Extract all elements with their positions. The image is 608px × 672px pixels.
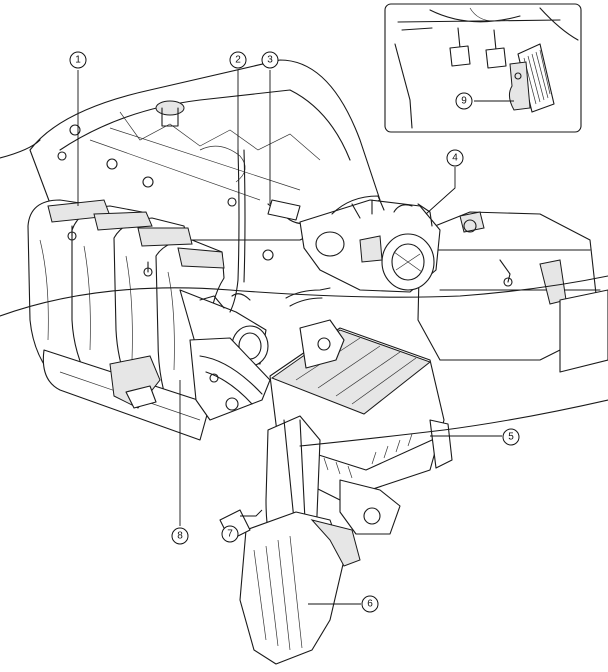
callout-2: 2 [229,51,247,69]
brake-pedal-icon [449,27,471,67]
pedal-inset [384,3,582,133]
callout-1: 1 [69,51,87,69]
cylinder-head-cover [29,59,381,261]
callout-4-label: 4 [452,153,458,164]
callout-7: 7 [221,525,239,543]
callout-9: 9 [455,92,473,110]
wiring-harness [229,149,331,313]
callout-8: 8 [171,527,189,545]
callout-6: 6 [361,595,379,613]
leader-lines [77,70,514,605]
callout-3: 3 [261,51,279,69]
callout-5-label: 5 [508,432,514,443]
callout-5: 5 [502,428,520,446]
callout-8-label: 8 [177,531,183,542]
clutch-pedal-icon [485,29,507,69]
callout-1-label: 1 [75,55,81,66]
battery-area [417,211,608,373]
throttle-assembly [299,195,441,293]
callout-3-label: 3 [267,55,273,66]
duct-bracket [109,337,271,421]
accelerator-pedal-icon [508,43,555,113]
callout-2-label: 2 [235,55,241,66]
callout-4: 4 [446,149,464,167]
callout-6-label: 6 [367,599,373,610]
callout-7-label: 7 [227,529,233,540]
callout-9-label: 9 [461,96,467,107]
intake-manifold [27,199,225,441]
body-outline [0,139,608,447]
resonator [219,509,361,665]
